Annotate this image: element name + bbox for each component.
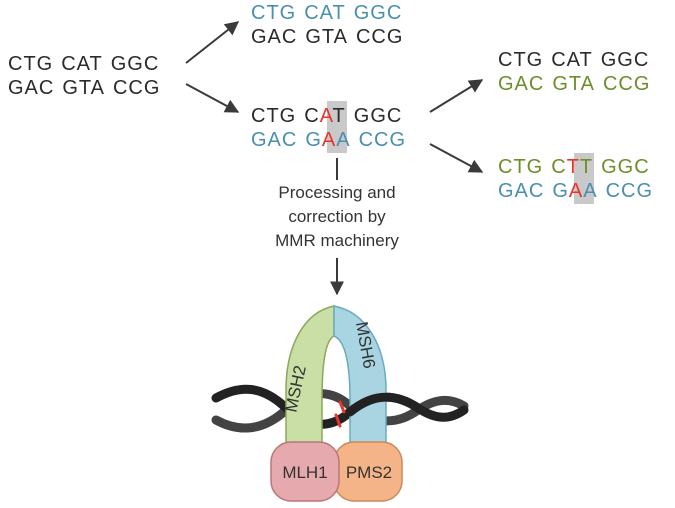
arrow-icon (429, 143, 484, 173)
mismatch-mark-icon (334, 400, 346, 428)
mlh1-protein (270, 441, 340, 502)
arrows (185, 21, 484, 296)
process-label-line-3: MMR machinery (275, 231, 399, 250)
process-label-line-2: correction by (288, 207, 386, 226)
mutation-highlight (574, 153, 594, 204)
msh2-msh6-clamp: MSH2 MSH6 (281, 305, 387, 451)
process-label: Processing and correction by MMR machine… (275, 183, 399, 250)
dna-front-strand (345, 392, 423, 417)
mutant-base-top: T (567, 156, 580, 178)
mismatch-highlight (327, 101, 347, 153)
mutant-base-bottom: A (569, 180, 583, 202)
arrow-icon (185, 21, 240, 64)
process-label-line-1: Processing and (278, 183, 395, 202)
pms2-label: PMS2 (346, 463, 392, 482)
mismatch-base-bottom: A (322, 129, 336, 151)
arrow-icon (429, 79, 484, 113)
arrow-icon (185, 83, 240, 113)
mismatch-base-top: A (320, 105, 334, 127)
mlh1-pms2-complex: MLH1 PMS2 (270, 441, 403, 502)
mlh1-label: MLH1 (282, 463, 327, 482)
